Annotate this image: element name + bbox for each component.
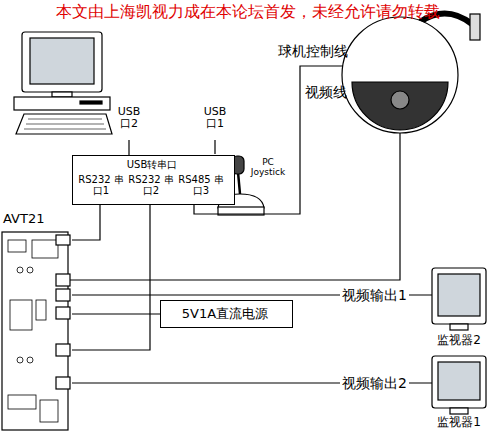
joystick-grip bbox=[232, 156, 244, 174]
monitor-2 bbox=[432, 268, 486, 324]
power-box: 5V1A直流电源 bbox=[160, 300, 293, 328]
joystick-base bbox=[218, 194, 264, 208]
node-text: AVT21 bbox=[3, 212, 44, 226]
drive-slot bbox=[80, 101, 102, 104]
node-text: RS485 串口3 bbox=[177, 174, 225, 196]
connector-wire bbox=[72, 205, 100, 240]
watermark: 本文由上海凯视力成在本论坛首发，未经允许请勿转载 bbox=[56, 3, 440, 21]
camera-lens bbox=[391, 91, 409, 109]
board-parts bbox=[8, 240, 58, 422]
camera-bracket bbox=[420, 13, 472, 24]
node-text: USB转串口 bbox=[73, 159, 231, 170]
wire-label: 视频线 bbox=[305, 84, 347, 100]
camera-dome bbox=[352, 82, 448, 130]
connector-wire bbox=[72, 382, 432, 383]
connector-wire bbox=[72, 205, 150, 350]
monitor: 监视器1 bbox=[428, 352, 490, 432]
node-text: 监视器1 bbox=[428, 416, 490, 429]
monitor-2-stand bbox=[450, 324, 468, 330]
node-text: RS232 串口1 bbox=[77, 174, 125, 196]
computer-stand bbox=[52, 92, 72, 97]
edge-label: 视频输出2 bbox=[340, 375, 409, 391]
avt21-board bbox=[2, 232, 68, 430]
joystick-stick bbox=[238, 172, 240, 194]
node-text: USB 口2 bbox=[112, 106, 146, 130]
computer-screen bbox=[30, 38, 94, 84]
monitor: 监视器2 bbox=[428, 262, 490, 352]
connector-wire bbox=[128, 140, 129, 155]
monitor-1 bbox=[432, 356, 486, 408]
connector-wire bbox=[72, 294, 432, 295]
monitor-1-stand bbox=[450, 408, 468, 414]
edge-label: 视频输出1 bbox=[340, 287, 409, 303]
monitor-1-screen bbox=[438, 362, 480, 400]
keyboard-keys bbox=[24, 119, 106, 129]
camera-control-wire bbox=[194, 66, 343, 214]
node-text: USB 口1 bbox=[198, 106, 232, 130]
node-text: PC Joystick bbox=[247, 158, 289, 178]
camera-video-wire bbox=[70, 133, 400, 280]
node-text: RS232 串口2 bbox=[127, 174, 175, 196]
connector-wire bbox=[214, 140, 215, 154]
node-text: 监视器2 bbox=[428, 334, 490, 347]
wire-label: 球机控制线 bbox=[278, 43, 348, 59]
wall-plate bbox=[470, 14, 480, 40]
monitor-2-screen bbox=[438, 274, 480, 316]
computer-base bbox=[14, 97, 110, 110]
joystick: PC Joystick bbox=[205, 148, 290, 220]
board: AVT21 bbox=[0, 212, 72, 434]
board-jacks bbox=[56, 235, 70, 389]
computer-keyboard bbox=[16, 114, 112, 134]
camera-housing bbox=[342, 17, 458, 133]
node-text: 5V1A直流电源 bbox=[161, 307, 289, 321]
usb-serial-box: USB转串口 RS232 串口1RS232 串口2RS485 串口3 bbox=[72, 155, 235, 205]
computer: USB 口2 USB 口1 bbox=[8, 28, 240, 140]
connector-wire bbox=[72, 313, 160, 314]
computer-monitor bbox=[22, 32, 102, 92]
